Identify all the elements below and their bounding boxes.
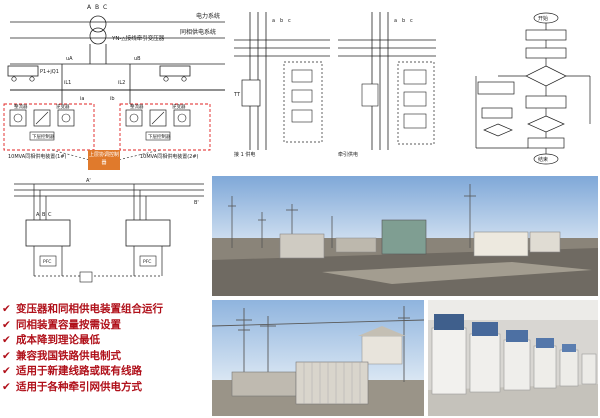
controller-box: [88, 150, 120, 170]
feature-item: ✔ 适用于各种牵引网供电方式: [2, 380, 212, 396]
device1-inv-label: 逆变器: [56, 103, 70, 110]
d2-label-tr: TT: [233, 92, 241, 98]
phase-b-label: B: [95, 4, 99, 11]
device1-rect-label: 整流器: [14, 103, 28, 110]
ia-label: ia: [80, 96, 84, 102]
d4-label-b: B: [42, 212, 46, 218]
substation-panorama-photo: [212, 176, 598, 296]
il1-label: iL1: [64, 80, 71, 86]
outdoor-equipment-photo: [212, 300, 424, 416]
locomotive-left: [7, 65, 39, 77]
feature-item: ✔ 成本降到理论最低: [2, 333, 212, 349]
d4-device1-label: PFC: [43, 259, 51, 265]
device2-rect-label: 整流器: [130, 103, 144, 110]
feature-text: 适用于各种牵引网供电方式: [16, 380, 142, 393]
schematic-4: A' B' A B C PFC PFC: [4, 176, 210, 300]
feature-item: ✔ 变压器和同相供电装置组合运行: [2, 302, 212, 318]
indoor-converter-photo: [428, 300, 598, 416]
feature-list: ✔ 变压器和同相供电装置组合运行 ✔ 同相装置容量按需设置 ✔ 成本降到理论最低 ✔ 兼…: [2, 302, 212, 396]
d4-label-a: A: [36, 212, 40, 218]
d3-label-a: a: [394, 18, 397, 24]
d3-label-c: c: [410, 18, 413, 24]
d4-label-c: C: [48, 212, 52, 218]
feature-item: ✔ 兼容我国铁路供电制式: [2, 349, 212, 365]
check-icon: ✔: [2, 365, 11, 378]
transformer-primary-winding: [89, 15, 107, 33]
d2-label-c: c: [288, 18, 291, 24]
load-power-label: P1+jQ1: [40, 69, 59, 75]
d4-device2-label: PFC: [143, 259, 151, 265]
ua-label: uA: [66, 56, 73, 62]
d4-label-b2: B': [194, 200, 199, 206]
device2-label: 10MVA同相供电装置(2#): [140, 153, 199, 160]
d3-label-b: b: [402, 18, 405, 24]
d4-label-a2: A': [86, 178, 91, 184]
d2-label-b: b: [280, 18, 283, 24]
device2-box: [119, 103, 211, 151]
schematic-2: a b c TT 接 1 供电: [232, 10, 332, 160]
same-phase-label: 同相供电系统: [180, 28, 216, 36]
feature-text: 同相装置容量按需设置: [16, 318, 121, 331]
check-icon: ✔: [2, 334, 11, 347]
transformer-secondary-winding: [89, 27, 107, 45]
feature-text: 变压器和同相供电装置组合运行: [16, 303, 163, 315]
ub-label: uB: [134, 56, 141, 62]
device1-label: 10MVA同相供电装置(1#): [8, 153, 67, 160]
check-icon: ✔: [2, 303, 11, 315]
transformer-label: YN-△接线牵引变压器: [111, 34, 165, 42]
feature-item: ✔ 同相装置容量按需设置: [2, 318, 212, 334]
ib-label: ib: [110, 96, 115, 102]
check-icon: ✔: [2, 318, 11, 331]
phase-c-label: C: [103, 4, 107, 11]
main-schematic-svg: 电力系统 同相供电系统 A B C YN-△接线牵引变压器 P1+jQ1 uA …: [3, 4, 225, 170]
d3-bottom-label: 牵引供电: [338, 151, 358, 158]
phase-a-label: A: [87, 4, 92, 11]
main-schematic: 电力系统 同相供电系统 A B C YN-△接线牵引变压器 P1+jQ1 uA …: [0, 0, 228, 172]
schematic-3: a b c 牵引供电: [336, 10, 440, 160]
d2-bottom-label: 接 1 供电: [234, 151, 255, 158]
check-icon: ✔: [2, 380, 11, 393]
grid-label: 电力系统: [196, 12, 220, 20]
device2-ctrl-label: 下层控制器: [148, 133, 171, 140]
device1-ctrl-label: 下层控制器: [32, 133, 55, 140]
il2-label: iL2: [118, 80, 125, 86]
flow-start-label: 开始: [538, 15, 548, 22]
feature-text: 成本降到理论最低: [16, 334, 100, 347]
feature-text: 兼容我国铁路供电制式: [16, 349, 121, 362]
locomotive-right: [159, 65, 191, 77]
check-icon: ✔: [2, 349, 11, 362]
flowchart: 开始 结束: [468, 8, 598, 168]
d2-label-a: a: [272, 18, 275, 24]
feature-item: ✔ 适用于新建线路或既有线路: [2, 364, 212, 380]
flow-end-label: 结束: [538, 156, 548, 163]
device1-box: [3, 103, 95, 151]
device2-inv-label: 逆变器: [172, 103, 186, 110]
feature-text: 适用于新建线路或既有线路: [16, 365, 142, 378]
controller-label: 上层协调控制器: [88, 152, 119, 166]
